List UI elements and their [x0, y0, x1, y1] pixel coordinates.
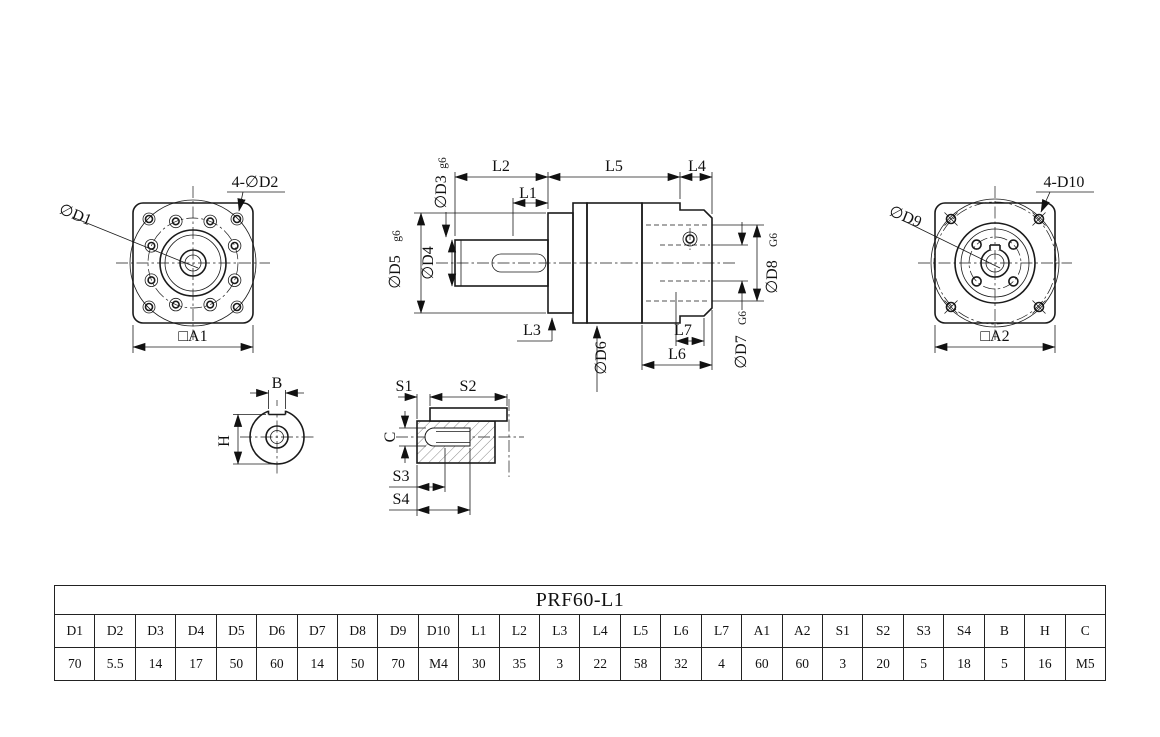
spec-value-L3: 3 [539, 647, 581, 681]
spec-header-L2: L2 [498, 614, 541, 648]
spec-header-L7: L7 [700, 614, 743, 648]
spec-header-S3: S3 [902, 614, 945, 648]
dim-label-d6: ∅D6 [593, 341, 610, 375]
spec-value-L2: 35 [498, 647, 541, 681]
spec-value-D4: 17 [175, 647, 217, 681]
spec-header-A2: A2 [781, 614, 824, 648]
spec-header-D4: D4 [175, 614, 217, 648]
dim-label-a2: □A2 [980, 328, 1009, 345]
dim-label-l1: L1 [519, 185, 537, 202]
dim-label-d5-tol: g6 [391, 230, 403, 242]
spec-header-L6: L6 [660, 614, 702, 648]
rear-corner-tapped-holes [944, 212, 1046, 314]
rear-flange-view: ∅D9 4-D10 □A2 [887, 174, 1094, 353]
spec-header-D6: D6 [256, 614, 298, 648]
dim-label-d3: ∅D3 [433, 175, 450, 209]
spec-header-S4: S4 [943, 614, 985, 648]
dim-label-l5: L5 [605, 158, 623, 175]
spec-header-D8: D8 [336, 614, 379, 648]
spec-value-L6: 32 [660, 647, 702, 681]
spec-value-D10: M4 [417, 647, 460, 681]
spec-value-D2: 5.5 [94, 647, 136, 681]
dim-label-c: C [382, 432, 399, 443]
spec-value-B: 5 [983, 647, 1026, 681]
dim-label-d9: ∅D9 [887, 203, 924, 231]
dim-label-l4: L4 [688, 158, 706, 175]
spec-header-D9: D9 [377, 614, 419, 648]
spec-title-row: PRF60-L1 [54, 585, 1106, 615]
front-bolt-holes [144, 214, 242, 312]
dim-label-l7: L7 [674, 322, 692, 339]
spec-value-D3: 14 [134, 647, 177, 681]
spec-header-L4: L4 [579, 614, 621, 648]
dim-label-d4: ∅D4 [420, 246, 437, 280]
output-section-view: L2 L5 L4 L1 ∅D5 g6 ∅D4 ∅D3 g6 L3 ∅D6 L7 … [387, 157, 781, 392]
spec-value-S3: 5 [902, 647, 945, 681]
spec-title-cell: PRF60-L1 [54, 585, 1106, 615]
spec-header-L5: L5 [619, 614, 662, 648]
spec-value-D9: 70 [377, 647, 419, 681]
spec-value-L4: 22 [579, 647, 621, 681]
dim-label-d5: ∅D5 [387, 255, 404, 289]
dim-label-d8: ∅D8 [764, 260, 781, 294]
dim-label-l3: L3 [523, 322, 541, 339]
spec-header-B: B [983, 614, 1026, 648]
dim-label-d10: 4-D10 [1044, 174, 1085, 191]
dim-label-d3-tol: g6 [437, 157, 449, 169]
technical-drawing: ∅D1 4-∅D2 □A1 L2 L5 L4 [57, 157, 1094, 516]
dim-label-d7-tol: G6 [737, 311, 749, 325]
front-corner-holes [142, 212, 244, 314]
spec-value-A2: 60 [781, 647, 824, 681]
spec-value-D1: 70 [53, 647, 96, 681]
dim-label-s4: S4 [393, 491, 410, 508]
spec-value-D6: 60 [256, 647, 298, 681]
spec-value-H: 16 [1024, 647, 1066, 681]
spec-header-D3: D3 [134, 614, 177, 648]
spec-header-L1: L1 [458, 614, 500, 648]
dim-label-b: B [272, 375, 283, 392]
spec-header-D5: D5 [215, 614, 258, 648]
dim-label-d8-tol: G6 [768, 233, 780, 247]
spec-value-S1: 3 [822, 647, 864, 681]
dim-label-s2: S2 [460, 378, 477, 395]
spec-value-S2: 20 [862, 647, 904, 681]
spec-header-C: C [1064, 614, 1107, 648]
dim-label-s1: S1 [396, 378, 413, 395]
spec-header-H: H [1024, 614, 1066, 648]
spec-value-D7: 14 [296, 647, 338, 681]
spec-value-A1: 60 [741, 647, 783, 681]
dim-label-s3: S3 [393, 468, 410, 485]
spec-value-S4: 18 [943, 647, 985, 681]
spec-header-L3: L3 [539, 614, 581, 648]
rear-pilot-holes [971, 239, 1019, 287]
dim-label-l6: L6 [668, 346, 686, 363]
front-flange-view: ∅D1 4-∅D2 □A1 [57, 174, 285, 353]
dim-label-l2: L2 [492, 158, 510, 175]
dim-label-a1: □A1 [178, 328, 207, 345]
shaft-key-section-view: B H [216, 375, 314, 474]
shaft-end-tap-detail-view: S1 S2 C S3 S4 [382, 378, 524, 516]
spec-value-C: M5 [1064, 647, 1107, 681]
dim-label-d2: 4-∅D2 [232, 174, 279, 191]
spec-header-S1: S1 [822, 614, 864, 648]
dim-label-d7: ∅D7 [733, 335, 750, 369]
spec-header-D10: D10 [417, 614, 460, 648]
spec-header-S2: S2 [862, 614, 904, 648]
dim-label-h: H [216, 435, 233, 447]
spec-value-L7: 4 [700, 647, 743, 681]
spec-value-D8: 50 [336, 647, 379, 681]
spec-header-D7: D7 [296, 614, 338, 648]
spec-value-L5: 58 [619, 647, 662, 681]
spec-value-L1: 30 [458, 647, 500, 681]
spec-header-D2: D2 [94, 614, 136, 648]
spec-header-A1: A1 [741, 614, 783, 648]
spec-value-D5: 50 [215, 647, 258, 681]
spec-header-D1: D1 [53, 614, 96, 648]
dim-label-d1: ∅D1 [57, 201, 94, 229]
